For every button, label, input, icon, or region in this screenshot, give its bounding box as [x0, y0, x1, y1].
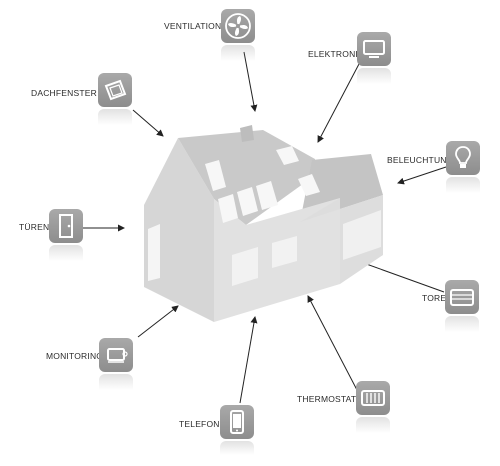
arrow-telefone	[239, 316, 258, 404]
tv-screen-icon	[363, 40, 385, 58]
tore-reflection	[445, 316, 479, 332]
label-tore: TORE	[422, 293, 447, 303]
garage-door-icon	[450, 289, 474, 306]
elektronik-tile	[357, 32, 391, 66]
label-beleuchtung: BELEUCHTUNG	[387, 155, 454, 165]
telefone-tile	[220, 405, 254, 439]
tore-tile	[445, 280, 479, 314]
radiator-icon	[361, 390, 385, 406]
arrow-thermostate	[307, 295, 358, 391]
label-ventilation: VENTILATION	[164, 21, 222, 31]
arrow-beleuchtung	[397, 166, 447, 185]
monitoring-camera-icon	[107, 348, 128, 363]
label-dachfenster: DACHFENSTER	[31, 88, 97, 98]
monitoring-tile	[99, 338, 133, 372]
tueren-reflection	[49, 245, 83, 261]
arrow-elektronik	[317, 63, 360, 143]
monitoring-reflection	[99, 374, 133, 390]
arrow-tore	[357, 259, 445, 293]
phone-icon	[230, 410, 244, 434]
telefone-reflection	[220, 441, 254, 455]
label-thermostate: THERMOSTATE	[297, 394, 363, 404]
arrow-monitoring	[137, 305, 179, 338]
dachfenster-tile	[98, 73, 132, 107]
beleuchtung-reflection	[446, 177, 480, 193]
roof-window-icon	[104, 79, 127, 101]
arrow-dachfenster	[132, 109, 164, 137]
label-tueren: TÜREN	[19, 222, 50, 232]
elektronik-reflection	[357, 68, 391, 84]
thermostate-tile	[356, 381, 390, 415]
label-monitoring: MONITORING	[46, 351, 104, 361]
ventilation-reflection	[221, 45, 255, 61]
door-icon	[59, 214, 73, 238]
beleuchtung-tile	[446, 141, 480, 175]
dachfenster-reflection	[98, 109, 132, 125]
label-telefone: TELEFONE	[179, 419, 226, 429]
arrow-ventilation	[243, 51, 258, 112]
fan-icon	[225, 13, 251, 39]
thermostate-reflection	[356, 417, 390, 433]
light-bulb-icon	[455, 146, 471, 168]
ventilation-tile	[221, 9, 255, 43]
label-elektronik: ELEKTRONIK	[308, 49, 364, 59]
tueren-tile	[49, 209, 83, 243]
